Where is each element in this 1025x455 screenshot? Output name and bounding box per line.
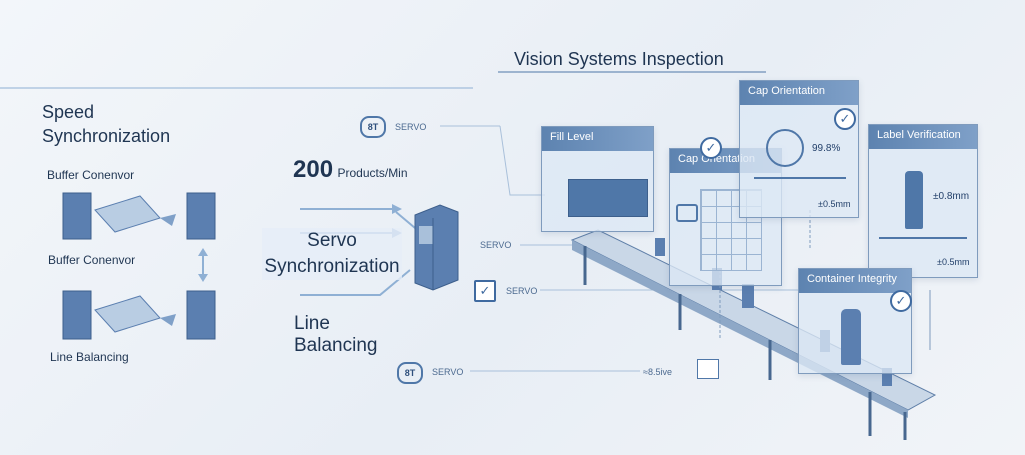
- panel-title: Fill Level: [542, 127, 653, 151]
- mid-tag: SERVO: [480, 240, 512, 250]
- servo-badge-icon: 8T: [360, 116, 386, 138]
- buffer-label-top: Buffer Conenvor: [47, 168, 135, 182]
- panel-title: Cap Orientation: [740, 81, 858, 105]
- panel-cap-orientation-b: Cap Orientation 99.8% ±0.5mm: [739, 80, 859, 218]
- target-icon: [766, 129, 804, 167]
- camera-icon: [676, 204, 698, 222]
- buffer-label-bottom: Buffer Conenvor: [48, 253, 136, 267]
- line-balancing-label: Line Balancing: [50, 350, 129, 364]
- panel-container-integrity: Container Integrity: [798, 268, 912, 374]
- top-tag-leader: [499, 125, 545, 196]
- bottle-icon: [905, 171, 923, 229]
- panel-foot: ±0.5mm: [818, 199, 851, 209]
- servo-sync-label: Servo Synchronization: [262, 228, 402, 280]
- line-balancing-heading: Line Balancing: [294, 313, 378, 356]
- vision-title: Vision Systems Inspection: [514, 49, 724, 69]
- cabinet-icon: [414, 204, 459, 291]
- chart-icon: [697, 359, 719, 379]
- panel-value: 99.8%: [812, 143, 841, 154]
- check-icon: ✓: [700, 137, 722, 159]
- rate-value: 200: [293, 156, 334, 183]
- panel-value: ±0.8mm: [933, 191, 970, 202]
- rate-readout: 200 Products/Min: [293, 156, 408, 184]
- check-icon: ✓: [474, 280, 496, 302]
- buffer-conveyor-top: [62, 192, 216, 240]
- panel-title: Container Integrity: [799, 269, 911, 293]
- top-tag: SERVO: [395, 122, 427, 132]
- buffer-conveyor-bottom: [62, 290, 216, 340]
- panel-label-verification: Label Verification ±0.8mm ±0.5mm: [868, 124, 978, 278]
- bottle-icon: [841, 309, 861, 365]
- bottom-tag: SERVO: [432, 367, 464, 377]
- check-icon: ✓: [834, 108, 856, 130]
- check-icon: ✓: [890, 290, 912, 312]
- panel-title: Label Verification: [869, 125, 977, 149]
- panel-foot: ±0.5mm: [937, 257, 970, 267]
- panel-fill-level: Fill Level: [541, 126, 654, 232]
- servo-badge-icon: 8T: [397, 362, 423, 384]
- speed-sync-title: Speed Synchronization: [42, 102, 171, 146]
- rate-unit: Products/Min: [337, 166, 408, 180]
- bottom-right-tag: ≈8.5ive: [643, 367, 672, 377]
- check-tag: SERVO: [506, 286, 538, 296]
